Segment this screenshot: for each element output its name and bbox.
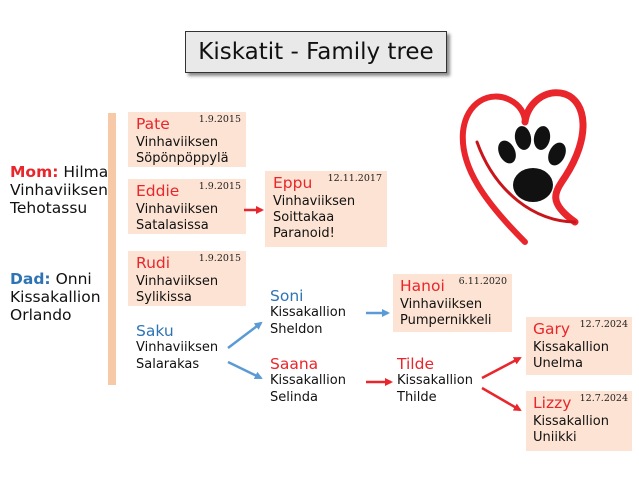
cat-line-1: Vinhaviiksen bbox=[273, 194, 356, 209]
cat-line-1: Kissakallion bbox=[270, 373, 346, 388]
cat-line-2: Soittakaa bbox=[273, 210, 335, 225]
arrow-saku-saana bbox=[227, 360, 263, 380]
mom-label: Mom: bbox=[10, 163, 59, 181]
cat-line-2: Unelma bbox=[533, 356, 583, 371]
dad-line-2: Orlando bbox=[10, 306, 72, 324]
cat-card-pate: Pate 1.9.2015 Vinhaviiksen Söpönpöppylä bbox=[128, 112, 246, 167]
cat-line-1: Vinhaviiksen bbox=[136, 274, 219, 289]
arrow-saku-soni bbox=[227, 321, 263, 349]
dad-label: Dad: bbox=[10, 270, 51, 288]
mom-name: Hilma bbox=[63, 163, 109, 181]
birth-date: 1.9.2015 bbox=[198, 181, 241, 192]
mom-line-1: Vinhaviiksen bbox=[10, 181, 108, 199]
cat-tilde: Tilde Kissakallion Thilde bbox=[397, 355, 507, 406]
cat-name: Saku bbox=[136, 322, 174, 340]
cat-line-1: Kissakallion bbox=[533, 414, 609, 429]
cat-name: Gary bbox=[533, 320, 571, 338]
cat-name: Saana bbox=[270, 355, 319, 373]
cat-card-hanoi: Hanoi 6.11.2020 Vinhaviiksen Pumpernikke… bbox=[393, 274, 512, 332]
dad-line-1: Kissakallion bbox=[10, 288, 101, 306]
cat-name: Tilde bbox=[397, 355, 434, 373]
cat-card-eppu: Eppu 12.11.2017 Vinhaviiksen Soittakaa P… bbox=[265, 171, 387, 247]
cat-line-2: Sheldon bbox=[270, 321, 323, 337]
cat-name: Soni bbox=[270, 287, 304, 305]
dad-name: Onni bbox=[55, 270, 92, 288]
sibling-bar bbox=[108, 113, 116, 385]
birth-date: 1.9.2015 bbox=[198, 114, 241, 125]
cat-line-2: Selinda bbox=[270, 389, 318, 405]
birth-date: 12.7.2024 bbox=[579, 319, 628, 330]
cat-line-1: Vinhaviiksen bbox=[136, 340, 219, 355]
cat-name: Pate bbox=[136, 115, 170, 133]
cat-card-rudi: Rudi 1.9.2015 Vinhaviiksen Sylikissa bbox=[128, 251, 246, 306]
birth-date: 12.7.2024 bbox=[579, 393, 628, 404]
cat-saku: Saku Vinhaviiksen Salarakas bbox=[136, 322, 246, 373]
cat-line-3: Paranoid! bbox=[273, 226, 335, 241]
heart-paw-icon bbox=[459, 89, 587, 245]
cat-soni: Soni Kissakallion Sheldon bbox=[270, 287, 380, 338]
cat-line-2: Sylikissa bbox=[136, 290, 192, 305]
cat-line-1: Vinhaviiksen bbox=[400, 297, 483, 312]
cat-line-2: Satalasissa bbox=[136, 218, 209, 233]
dad-block: Dad: Onni Kissakallion Orlando bbox=[10, 270, 101, 324]
birth-date: 6.11.2020 bbox=[458, 276, 507, 287]
mom-line-2: Tehotassu bbox=[10, 199, 88, 217]
cat-card-lizzy: Lizzy 12.7.2024 Kissakallion Uniikki bbox=[526, 391, 632, 451]
cat-line-2: Pumpernikkeli bbox=[400, 313, 492, 328]
page-title: Kiskatit - Family tree bbox=[185, 31, 447, 73]
mom-block: Mom: Hilma Vinhaviiksen Tehotassu bbox=[10, 163, 108, 217]
arrow-tilde-lizzy bbox=[481, 386, 522, 412]
cat-line-2: Salarakas bbox=[136, 356, 200, 372]
cat-saana: Saana Kissakallion Selinda bbox=[270, 355, 380, 406]
cat-card-eddie: Eddie 1.9.2015 Vinhaviiksen Satalasissa bbox=[128, 179, 246, 234]
arrow-tilde-gary bbox=[481, 356, 522, 380]
birth-date: 1.9.2015 bbox=[198, 253, 241, 264]
cat-line-1: Vinhaviiksen bbox=[136, 202, 219, 217]
cat-line-1: Kissakallion bbox=[270, 305, 346, 320]
cat-card-gary: Gary 12.7.2024 Kissakallion Unelma bbox=[526, 317, 632, 375]
cat-name: Hanoi bbox=[400, 277, 445, 295]
cat-line-2: Thilde bbox=[397, 389, 437, 405]
cat-name: Eddie bbox=[136, 182, 180, 200]
cat-line-1: Kissakallion bbox=[397, 373, 473, 388]
cat-name: Lizzy bbox=[533, 394, 572, 412]
cat-line-2: Uniikki bbox=[533, 430, 577, 445]
cat-line-2: Söpönpöppylä bbox=[136, 151, 229, 166]
cat-line-1: Vinhaviiksen bbox=[136, 135, 219, 150]
cat-line-1: Kissakallion bbox=[533, 340, 609, 355]
cat-name: Eppu bbox=[273, 174, 313, 192]
cat-name: Rudi bbox=[136, 254, 171, 272]
birth-date: 12.11.2017 bbox=[327, 173, 382, 184]
